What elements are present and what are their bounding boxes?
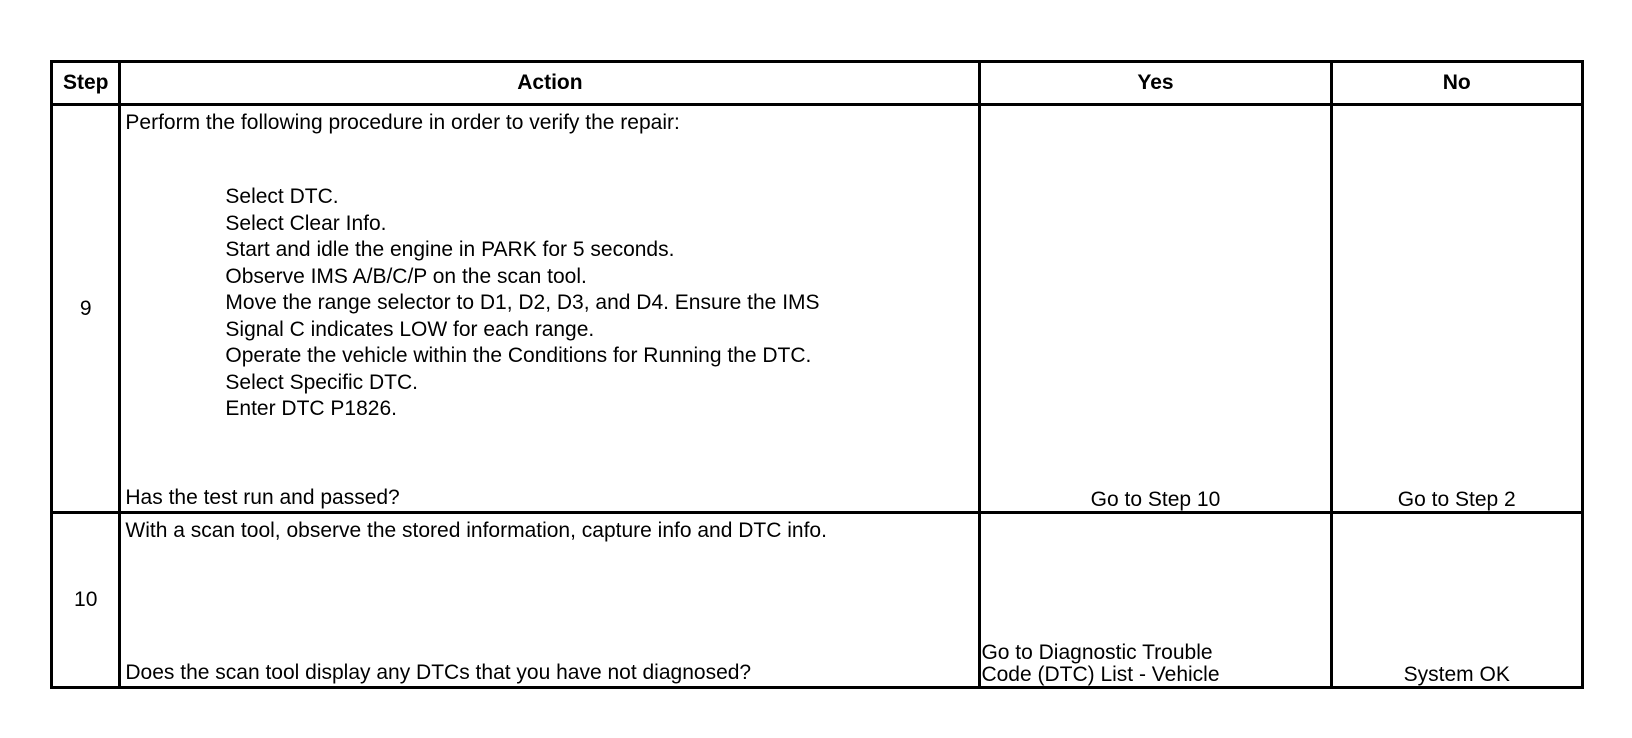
header-yes: Yes bbox=[978, 60, 1333, 106]
procedure-step: Enter DTC P1826. bbox=[225, 397, 397, 420]
header-no: No bbox=[1329, 60, 1584, 106]
procedure-step: Move the range selector to D1, D2, D3, a… bbox=[225, 291, 820, 314]
step-number: 10 bbox=[49, 511, 122, 689]
table-header-row: Step Action Yes No bbox=[49, 60, 1584, 106]
action-intro: Perform the following procedure in order… bbox=[125, 111, 680, 134]
procedure-step: Select Clear Info. bbox=[225, 211, 387, 235]
action-question: Has the test run and passed? bbox=[125, 486, 400, 509]
header-step: Step bbox=[49, 60, 122, 106]
procedure-step: Observe IMS A/B/C/P on the scan tool. bbox=[225, 264, 587, 288]
table-row-step-9: 9 Perform the following procedure in ord… bbox=[49, 103, 1584, 514]
procedure-steps-list: Select DTC. Select Clear Info. Start and… bbox=[225, 184, 819, 423]
action-cell: With a scan tool, observe the stored inf… bbox=[118, 511, 982, 689]
header-action: Action bbox=[118, 60, 982, 106]
no-result: System OK bbox=[1329, 511, 1584, 689]
diagnostic-table: Step Action Yes No 9 Perform the followi… bbox=[49, 60, 1584, 689]
procedure-step: Signal C indicates LOW for each range. bbox=[225, 317, 595, 341]
yes-result: Go to Step 10 bbox=[978, 103, 1333, 514]
procedure-step: Select DTC. bbox=[225, 185, 339, 208]
yes-result-line: Go to Diagnostic Trouble bbox=[981, 641, 1213, 664]
action-intro: With a scan tool, observe the stored inf… bbox=[125, 519, 827, 542]
action-question: Does the scan tool display any DTCs that… bbox=[125, 661, 752, 684]
step-number: 9 bbox=[49, 103, 122, 514]
action-cell: Perform the following procedure in order… bbox=[118, 103, 982, 514]
procedure-step: Select Specific DTC. bbox=[225, 370, 418, 394]
procedure-step: Start and idle the engine in PARK for 5 … bbox=[225, 238, 675, 261]
yes-result-line: Code (DTC) List - Vehicle bbox=[981, 663, 1220, 686]
table-row-step-10: 10 With a scan tool, observe the stored … bbox=[49, 511, 1584, 689]
procedure-step: Operate the vehicle within the Condition… bbox=[225, 344, 812, 367]
no-result: Go to Step 2 bbox=[1329, 103, 1584, 514]
